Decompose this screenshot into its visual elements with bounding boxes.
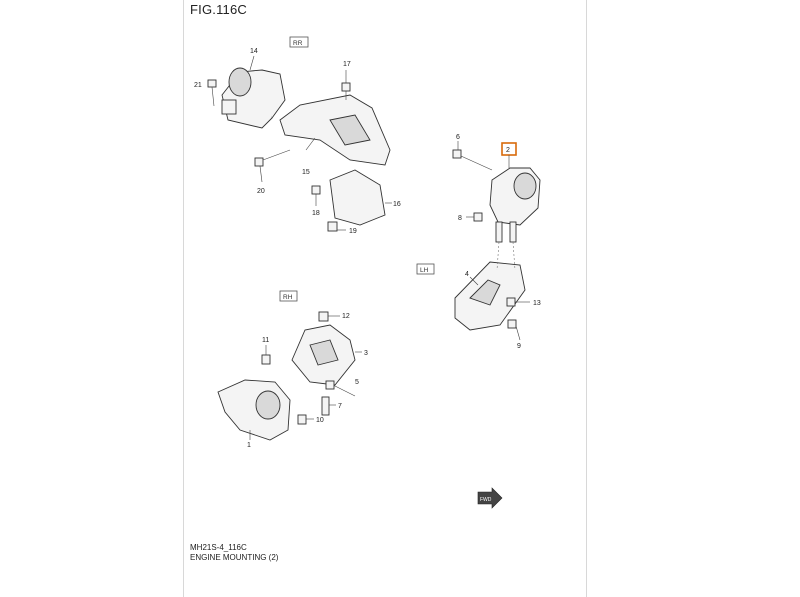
callout-2: 2 (506, 147, 510, 154)
callout-15: 15 (302, 169, 310, 176)
part-13-nut[interactable] (506, 297, 530, 307)
rr-tag-label: RR (293, 40, 303, 47)
callout-21: 21 (194, 82, 202, 89)
fwd-arrow-icon: FWD (477, 487, 503, 509)
figure-caption: ENGINE MOUNTING (2) (190, 553, 279, 562)
callout-12: 12 (342, 313, 350, 320)
part-20-bolt[interactable] (254, 149, 291, 183)
part-7-stud[interactable] (321, 396, 336, 416)
figure-footer: MH21S-4_116C ENGINE MOUNTING (2) (190, 543, 278, 563)
callout-19: 19 (349, 228, 357, 235)
callout-3: 3 (364, 350, 368, 357)
part-9-bolt[interactable] (507, 319, 521, 341)
callout-6: 6 (456, 134, 460, 141)
callout-8: 8 (458, 215, 462, 222)
part-3-bracket[interactable] (291, 324, 356, 386)
rr-tag (289, 36, 309, 48)
rr-mount-group: RR (194, 36, 401, 235)
callout-14: 14 (250, 48, 258, 55)
part-11-nut[interactable] (261, 345, 271, 365)
part-6-bolt[interactable] (452, 141, 493, 171)
part-15-bracket[interactable] (279, 94, 391, 166)
callout-10: 10 (316, 417, 324, 424)
rh-tag (279, 290, 298, 302)
callout-1: 1 (247, 442, 251, 449)
fwd-label: FWD (480, 497, 492, 503)
callout-9: 9 (517, 343, 521, 350)
callout-17: 17 (343, 61, 351, 68)
part-10-nut[interactable] (297, 414, 314, 425)
callout-13: 13 (533, 300, 541, 307)
callout-5: 5 (355, 379, 359, 386)
part-2-left-mount[interactable] (489, 167, 541, 243)
lh-tag (416, 263, 435, 275)
part-1-right-mount[interactable] (217, 379, 291, 441)
figure-title: FIG.116C (190, 2, 247, 17)
callout-16: 16 (393, 201, 401, 208)
rh-tag-label: RH (283, 294, 293, 301)
part-8-nut[interactable] (466, 212, 483, 222)
part-4-bracket[interactable] (454, 261, 526, 331)
part-12-nut[interactable] (318, 311, 340, 322)
callout-11: 11 (262, 337, 269, 344)
part-19-bolt[interactable] (327, 221, 346, 232)
callout-7: 7 (338, 403, 342, 410)
callout-18: 18 (312, 210, 320, 217)
part-14-rear-mount[interactable] (221, 67, 286, 129)
callout-20: 20 (257, 188, 265, 195)
rh-mount-group: RH (217, 290, 368, 449)
part-16-bracket[interactable] (329, 169, 386, 226)
lh-mount-group: LH (416, 134, 541, 350)
lh-tag-label: LH (420, 267, 429, 274)
part-5-bolt[interactable] (325, 380, 356, 397)
figure-code: MH21S-4_116C (190, 543, 247, 552)
part-21-bolt[interactable] (207, 79, 217, 107)
part-18-nut[interactable] (311, 185, 321, 206)
callout-4: 4 (465, 271, 469, 278)
part-17-bolt[interactable] (341, 70, 351, 100)
